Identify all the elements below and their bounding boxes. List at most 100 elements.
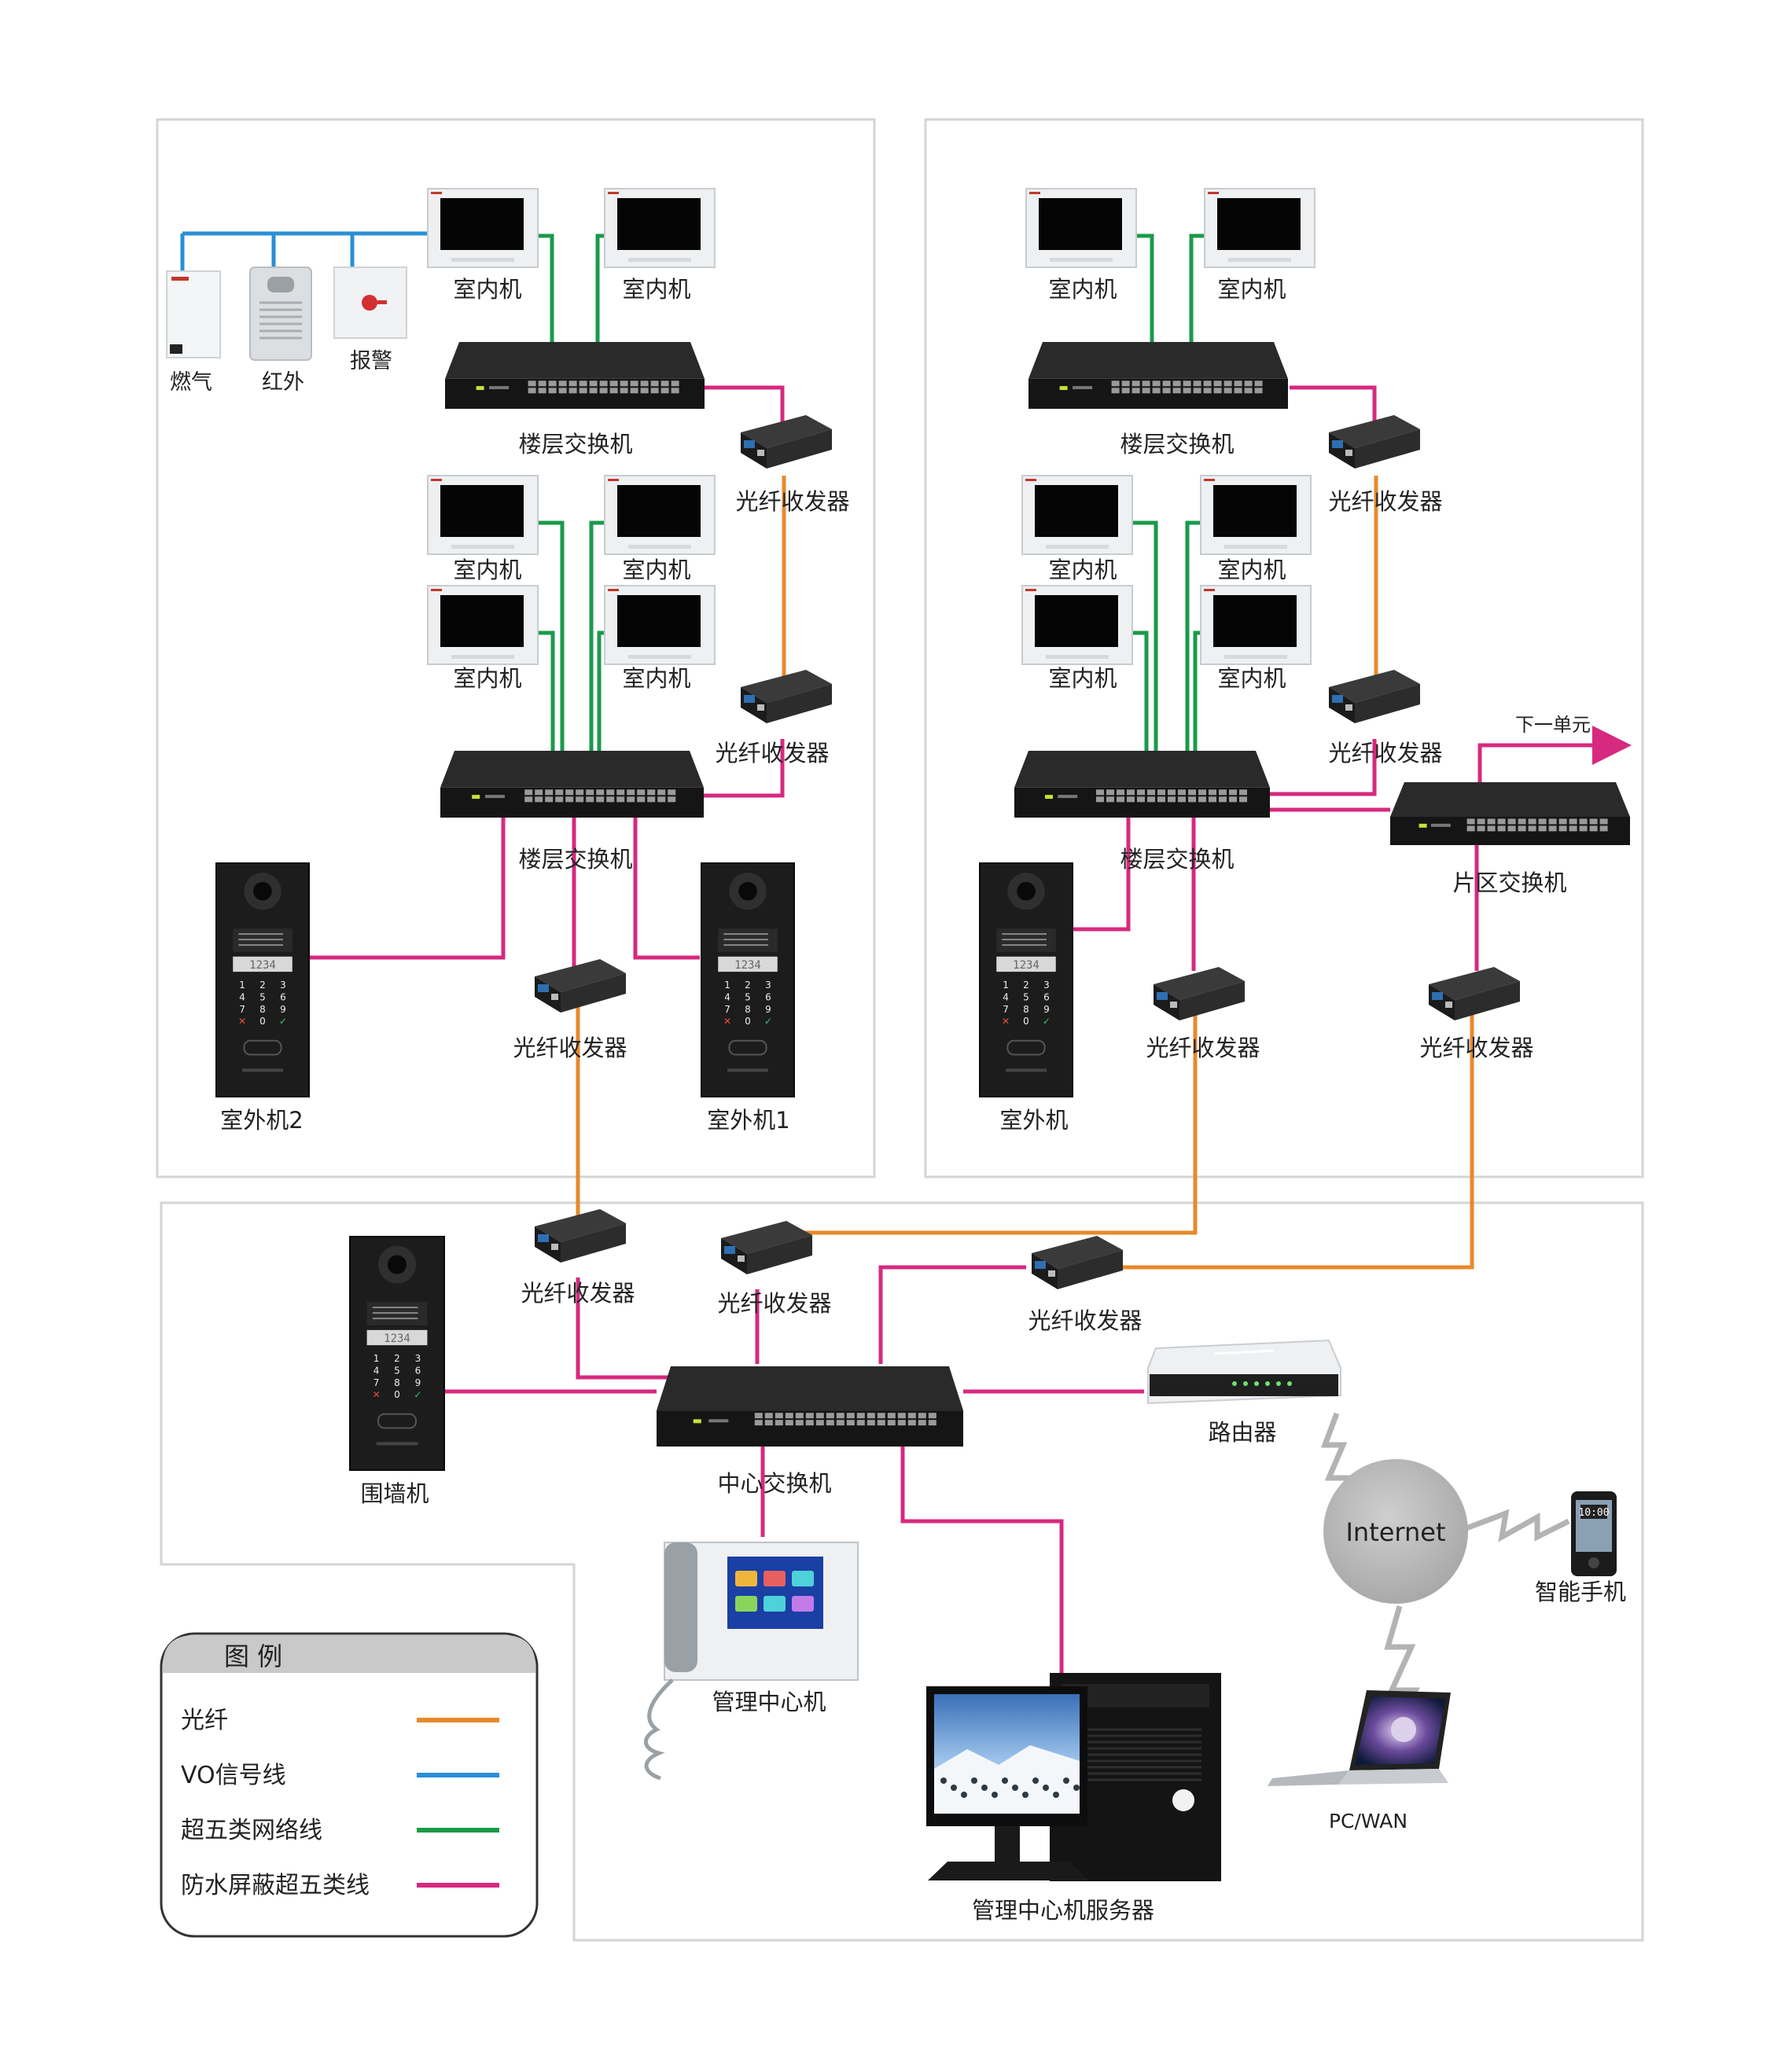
switch-port xyxy=(1147,796,1155,803)
terminal-screen xyxy=(727,1557,823,1629)
wall-unit-label: 围墙机 xyxy=(360,1480,429,1507)
keypad-key: ✓ xyxy=(764,1016,772,1027)
instruction-line xyxy=(1002,933,1047,936)
keypad-key: 7 xyxy=(239,1004,245,1015)
instruction-line xyxy=(372,1318,418,1320)
switch-port xyxy=(918,1413,926,1419)
keypad-key: 8 xyxy=(1023,1004,1029,1015)
switch-port xyxy=(637,796,646,803)
switch-port xyxy=(1497,825,1506,832)
fiber-transceiver xyxy=(741,670,832,723)
monitor-buttons xyxy=(628,258,691,262)
switch-port xyxy=(1538,818,1547,825)
card-reader-icon xyxy=(377,1413,417,1429)
fiber-transceiver xyxy=(535,1209,626,1263)
rj45-port xyxy=(551,1244,558,1250)
fiber-port xyxy=(744,440,755,448)
indoor-monitor xyxy=(604,585,716,665)
indoor-monitor xyxy=(1025,188,1137,268)
left-building-panel xyxy=(156,118,876,1178)
rj45-port xyxy=(1345,450,1352,456)
phone-clock-widget xyxy=(1580,1505,1607,1519)
next-unit-arrow xyxy=(1477,726,1632,782)
switch-port xyxy=(1518,825,1526,832)
switch-port xyxy=(1487,818,1496,825)
instruction-line xyxy=(1002,944,1047,947)
fiber-port xyxy=(1035,1261,1046,1269)
switch-port xyxy=(775,1420,783,1426)
keypad-key: 8 xyxy=(394,1377,400,1388)
code-display-text: 1234 xyxy=(734,959,761,972)
indoor-monitor xyxy=(604,475,716,555)
keypad-key: 4 xyxy=(373,1365,380,1376)
brand-mark xyxy=(431,589,442,591)
switch-port xyxy=(1518,818,1526,825)
switch-port xyxy=(887,1413,896,1419)
fiber-port xyxy=(538,984,549,992)
floor-switch-label: 楼层交换机 xyxy=(1120,846,1234,873)
infrared-detector xyxy=(249,267,312,361)
indoor-monitor xyxy=(1200,475,1312,555)
shielded-cat5e-line xyxy=(702,739,785,798)
switch-port xyxy=(1219,789,1227,796)
brand-mark xyxy=(431,192,442,194)
transceiver-side xyxy=(561,1223,626,1263)
switch-port xyxy=(867,1413,875,1419)
keypad-key: 3 xyxy=(1043,980,1050,991)
switch-port xyxy=(897,1420,906,1426)
fiber-port xyxy=(538,1234,549,1242)
switch-port xyxy=(1254,380,1263,387)
cat5e-line xyxy=(532,233,615,342)
switch-led xyxy=(472,795,480,800)
monitor-buttons xyxy=(451,655,514,659)
switch-port xyxy=(596,796,605,803)
fiber-transceiver-label: 光纤收发器 xyxy=(1328,740,1442,766)
monitor-neck xyxy=(995,1826,1020,1862)
brand-mark xyxy=(1208,192,1219,194)
keypad-key: ✕ xyxy=(723,1016,731,1027)
code-display-text: 1234 xyxy=(249,959,276,972)
switch-led xyxy=(693,1419,701,1424)
indoor-monitor xyxy=(427,188,539,268)
switch-port xyxy=(620,380,628,387)
alarm-button-key xyxy=(377,300,387,304)
brand-mark xyxy=(171,277,189,281)
brand-mark xyxy=(1204,589,1215,591)
router xyxy=(1147,1339,1341,1405)
switch-port xyxy=(1147,789,1155,796)
keypad-key: 8 xyxy=(745,1004,751,1015)
keypad-key: 2 xyxy=(745,980,751,991)
legend-box xyxy=(160,1632,539,1938)
internet-label: Internet xyxy=(1345,1517,1445,1547)
shielded-cat5e-line xyxy=(1270,739,1377,796)
transceiver-side xyxy=(1058,1250,1123,1289)
management-center-label: 管理中心机 xyxy=(712,1689,826,1715)
fiber-transceiver xyxy=(1329,670,1420,723)
alarm-button xyxy=(333,267,407,339)
floor-switch-label: 楼层交换机 xyxy=(518,846,632,873)
indoor-monitor xyxy=(1021,475,1133,555)
switch-port xyxy=(1121,380,1130,387)
indoor-unit-label: 室内机 xyxy=(453,665,521,692)
switch-port xyxy=(1188,789,1196,796)
brand-mark xyxy=(431,479,442,481)
speaker-slot xyxy=(1006,1068,1047,1072)
switch-port xyxy=(640,388,649,394)
camera-lens-icon xyxy=(1017,881,1036,901)
indoor-unit-label: 室内机 xyxy=(1048,665,1117,692)
transceiver-top xyxy=(741,670,832,703)
speaker-slot xyxy=(242,1068,283,1072)
brand-mark xyxy=(1204,479,1215,481)
switch-port xyxy=(535,789,543,796)
dell-logo-icon xyxy=(1172,1789,1194,1811)
switch-port xyxy=(1162,380,1171,387)
switch-port xyxy=(826,1420,834,1426)
switch-led xyxy=(1073,386,1093,390)
switch-port xyxy=(1548,825,1557,832)
snow-tree xyxy=(940,1777,947,1784)
transceiver-top xyxy=(1329,670,1420,703)
switch-port xyxy=(528,380,536,387)
next-unit-label: 下一单元 xyxy=(1515,714,1591,736)
